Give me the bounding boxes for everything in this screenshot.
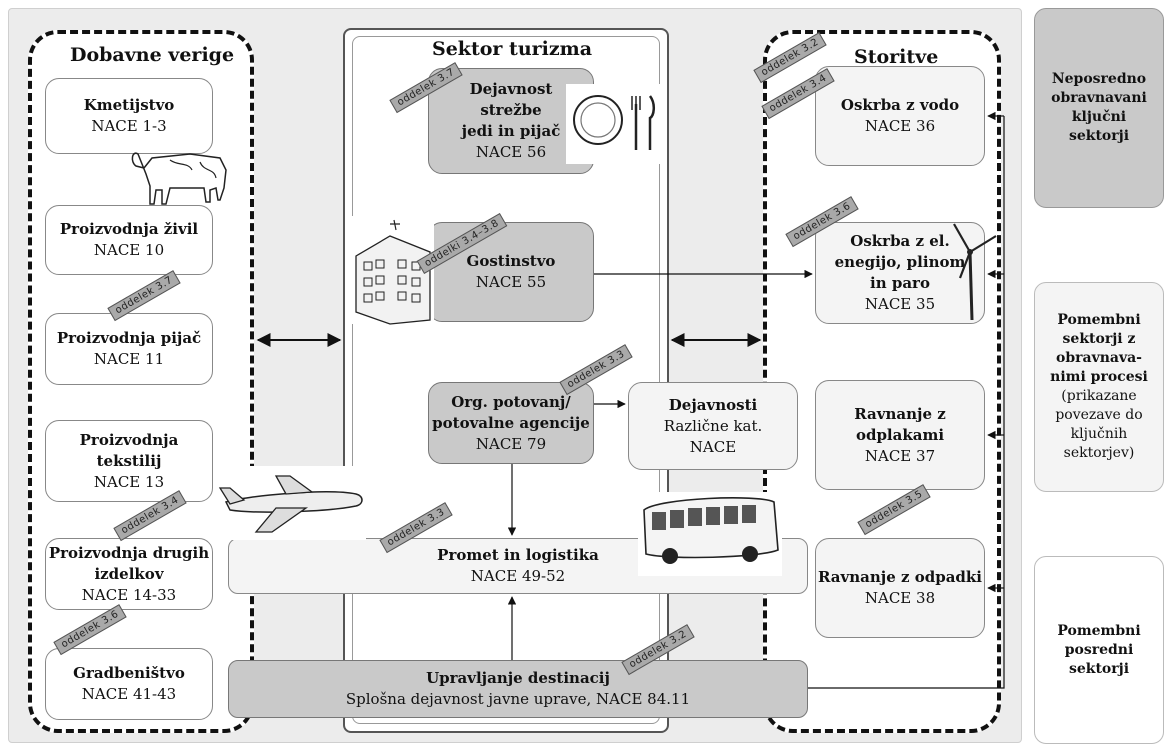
waste-code: NACE 38: [864, 589, 936, 607]
travel-l1: Org. potovanj/: [451, 392, 571, 411]
services-energy-supply: Oskrba z el. enegijo, plinom in paro NAC…: [815, 222, 985, 324]
supply-other-name1: Proizvodnja drugih: [48, 543, 210, 562]
supply-food-production: Proizvodnja živil NACE 10: [45, 205, 213, 275]
legend-int-l1: Pomembni: [1057, 622, 1141, 639]
supply-food-name: Proizvodnja živil: [59, 220, 199, 238]
legend-imp-l6: povezave do: [1055, 407, 1143, 423]
hotel-name: Gostinstvo: [466, 252, 556, 270]
water-code: NACE 36: [864, 117, 936, 135]
energy-l1: Oskrba z el.: [850, 232, 950, 250]
plate-icon: [566, 84, 666, 164]
supply-textiles-code: NACE 13: [93, 472, 165, 491]
supply-agriculture-code: NACE 1-3: [91, 117, 167, 135]
supply-beverages-code: NACE 11: [93, 350, 165, 368]
tourism-destination-management: Upravljanje destinacij Splošna dejavnost…: [228, 660, 808, 718]
various-code: NACE: [689, 437, 737, 456]
hotel-code: NACE 55: [475, 273, 547, 291]
cow-icon: [131, 152, 227, 205]
various-l2: Različne kat.: [663, 416, 763, 435]
food-l2: strežbe: [480, 101, 542, 119]
travel-code: NACE 79: [475, 434, 547, 453]
tourism-travel-agencies: Org. potovanj/ potovalne agencije NACE 7…: [428, 382, 594, 464]
legend-imp-l4: nimi procesi: [1050, 369, 1148, 385]
supply-food-code: NACE 10: [93, 241, 165, 259]
wastewater-l1: Ravnanje z: [854, 404, 946, 423]
hotel-building-icon: [350, 216, 434, 325]
legend-imp-l8: sektorjev): [1063, 445, 1135, 461]
legend-key-l4: sektorji: [1068, 128, 1130, 144]
supply-agriculture-name: Kmetijstvo: [83, 96, 175, 114]
legend-key-l2: obravnavani: [1051, 90, 1147, 106]
tourism-various-activities: Dejavnosti Različne kat. NACE: [628, 382, 798, 470]
supply-construction-name: Gradbeništvo: [73, 664, 185, 682]
supply-agriculture: Kmetijstvo NACE 1-3: [45, 78, 213, 154]
water-name: Oskrba z vodo: [840, 96, 960, 114]
energy-code: NACE 35: [864, 295, 936, 313]
legend-important-sectors: Pomembni sektorji z obravnava- nimi proc…: [1034, 282, 1164, 492]
services-water-supply: Oskrba z vodo NACE 36: [815, 66, 985, 166]
transport-code: NACE 49-52: [470, 567, 566, 585]
services-wastewater: Ravnanje z odplakami NACE 37: [815, 380, 985, 490]
supply-chains-title: Dobavne verige: [70, 44, 235, 66]
services-title: Storitve: [854, 46, 939, 68]
food-l1: Dejavnost: [469, 80, 553, 98]
supply-textiles-name: Proizvodnja tekstilij: [79, 430, 179, 470]
bus-icon: [638, 492, 782, 576]
tourism-sector-title: Sektor turizma: [432, 38, 593, 60]
legend-key-sectors: Neposredno obravnavani ključni sektorji: [1034, 8, 1164, 208]
supply-textiles: Proizvodnja tekstilij NACE 13: [45, 420, 213, 502]
legend-key-l1: Neposredno: [1051, 71, 1147, 87]
legend-imp-l5: (prikazane: [1061, 388, 1137, 404]
travel-l2: potovalne agencije: [432, 413, 590, 432]
supply-other-code: NACE 14-33: [81, 585, 177, 604]
transport-name: Promet in logistika: [437, 546, 599, 564]
wind-turbine-icon: [953, 223, 997, 321]
energy-l3: in paro: [870, 274, 930, 292]
legend-imp-l2: sektorji z: [1062, 331, 1136, 347]
wastewater-code: NACE 37: [864, 446, 936, 465]
supply-beverages: Proizvodnja pijač NACE 11: [45, 313, 213, 385]
supply-other-name2: izdelkov: [94, 564, 164, 583]
supply-construction-code: NACE 41-43: [81, 685, 177, 703]
legend-imp-l3: obravnava-: [1056, 350, 1142, 366]
legend-int-l2: posredni: [1064, 641, 1134, 658]
wastewater-l2: odplakami: [855, 425, 945, 444]
supply-beverages-name: Proizvodnja pijač: [56, 329, 202, 347]
food-code: NACE 56: [475, 143, 547, 161]
destination-code: Splošna dejavnost javne uprave, NACE 84.…: [345, 690, 691, 708]
supply-other-products: Proizvodnja drugih izdelkov NACE 14-33: [45, 538, 213, 610]
legend-int-l3: sektorji: [1068, 660, 1130, 677]
energy-l2: enegijo, plinom: [834, 253, 966, 271]
legend-imp-l1: Pomembni: [1057, 312, 1141, 328]
various-name: Dejavnosti: [668, 395, 758, 414]
services-waste: Ravnanje z odpadki NACE 38: [815, 538, 985, 638]
airplane-icon: [216, 466, 366, 540]
waste-name: Ravnanje z odpadki: [818, 568, 982, 586]
legend-intermediate-sectors: Pomembni posredni sektorji: [1034, 556, 1164, 744]
services-feedback-line: [808, 116, 1005, 689]
supply-construction: Gradbeništvo NACE 41-43: [45, 648, 213, 720]
legend-imp-l7: ključnih: [1070, 426, 1128, 442]
destination-name: Upravljanje destinacij: [426, 669, 610, 687]
food-l3: jedi in pijač: [461, 122, 561, 140]
legend-key-l3: ključni: [1071, 109, 1127, 125]
